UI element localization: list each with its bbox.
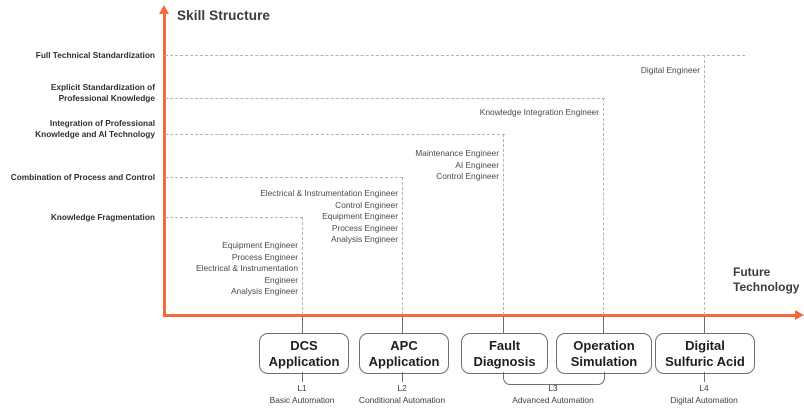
level-desc-l3: Advanced Automation	[512, 395, 594, 405]
y-axis-title: Skill Structure	[177, 8, 271, 23]
level-desc-l4: Digital Automation	[670, 395, 738, 405]
gridline-h-3	[165, 134, 505, 135]
role-group-fault: Maintenance Engineer AI Engineer Control…	[415, 148, 499, 182]
role-group-digital: Digital Engineer	[640, 65, 700, 75]
role-group-operation: Knowledge Integration Engineer	[479, 107, 599, 117]
level-code-l1: L1	[297, 383, 307, 393]
node-operation-simulation[interactable]: Operation Simulation	[556, 333, 652, 374]
node-fault-diagnosis[interactable]: Fault Diagnosis	[461, 333, 548, 374]
gridline-v-dcs	[302, 217, 303, 315]
level-caption-l1: L1 Basic Automation	[237, 382, 367, 406]
gridline-h-4	[165, 98, 605, 99]
stem-digital	[704, 316, 705, 334]
y-axis-line	[163, 14, 166, 316]
role-group-apc: Electrical & Instrumentation Engineer Co…	[260, 188, 398, 245]
node-digital-line1: Digital	[685, 338, 725, 353]
node-apc-line2: Application	[368, 353, 440, 369]
stem-dcs	[302, 316, 303, 334]
gridline-v-fault	[503, 134, 504, 315]
level-caption-l2: L2 Conditional Automation	[337, 382, 467, 406]
y-level-label-1: Knowledge Fragmentation	[50, 212, 155, 222]
node-apc-application[interactable]: APC Application	[359, 333, 449, 374]
node-operation-line2: Simulation	[570, 353, 638, 369]
node-dcs-application[interactable]: DCS Application	[259, 333, 349, 374]
role-group-dcs: Equipment Engineer Process Engineer Elec…	[196, 240, 298, 297]
level-desc-l2: Conditional Automation	[358, 395, 446, 405]
stem-fault	[503, 316, 504, 334]
node-dcs-line1: DCS	[290, 338, 318, 353]
level-caption-l3: L3 Advanced Automation	[488, 382, 618, 406]
node-fault-line2: Diagnosis	[473, 353, 536, 369]
connector-l3-bracket	[503, 372, 605, 385]
level-code-l3: L3	[548, 383, 558, 393]
gridline-v-digital	[704, 55, 705, 315]
y-level-label-2: Combination of Process and Control	[10, 172, 155, 182]
level-code-l2: L2	[397, 383, 407, 393]
x-axis-title-line1: Future	[733, 265, 771, 279]
gridline-h-2	[165, 177, 403, 178]
stem-operation	[603, 316, 604, 334]
x-axis-title-line2: Technology	[733, 280, 800, 294]
node-digital-sulfuric-acid[interactable]: Digital Sulfuric Acid	[655, 333, 755, 374]
node-digital-line2: Sulfuric Acid	[665, 353, 745, 369]
node-dcs-line2: Application	[268, 353, 340, 369]
level-code-l4: L4	[699, 383, 709, 393]
y-axis-arrow-icon	[159, 5, 169, 14]
connector-l1	[302, 372, 303, 382]
gridline-h-5	[165, 55, 745, 56]
x-axis-arrow-icon	[795, 310, 804, 320]
level-caption-l4: L4 Digital Automation	[639, 382, 769, 406]
gridline-v-apc	[402, 177, 403, 315]
node-fault-line1: Fault	[488, 338, 521, 353]
y-level-label-3: Integration of Professional Knowledge an…	[35, 118, 155, 139]
connector-l2	[402, 372, 403, 382]
node-apc-line1: APC	[390, 338, 418, 353]
level-desc-l1: Basic Automation	[269, 395, 335, 405]
gridline-v-operation	[603, 98, 604, 315]
stem-apc	[402, 316, 403, 334]
node-operation-line1: Operation	[573, 338, 635, 353]
connector-l4	[704, 372, 705, 382]
x-axis-title: Future Technology	[733, 265, 799, 295]
y-level-label-5: Full Technical Standardization	[35, 50, 155, 60]
gridline-h-1	[165, 217, 303, 218]
x-axis-line	[163, 314, 797, 317]
y-level-label-4: Explicit Standardization of Professional…	[50, 82, 155, 103]
